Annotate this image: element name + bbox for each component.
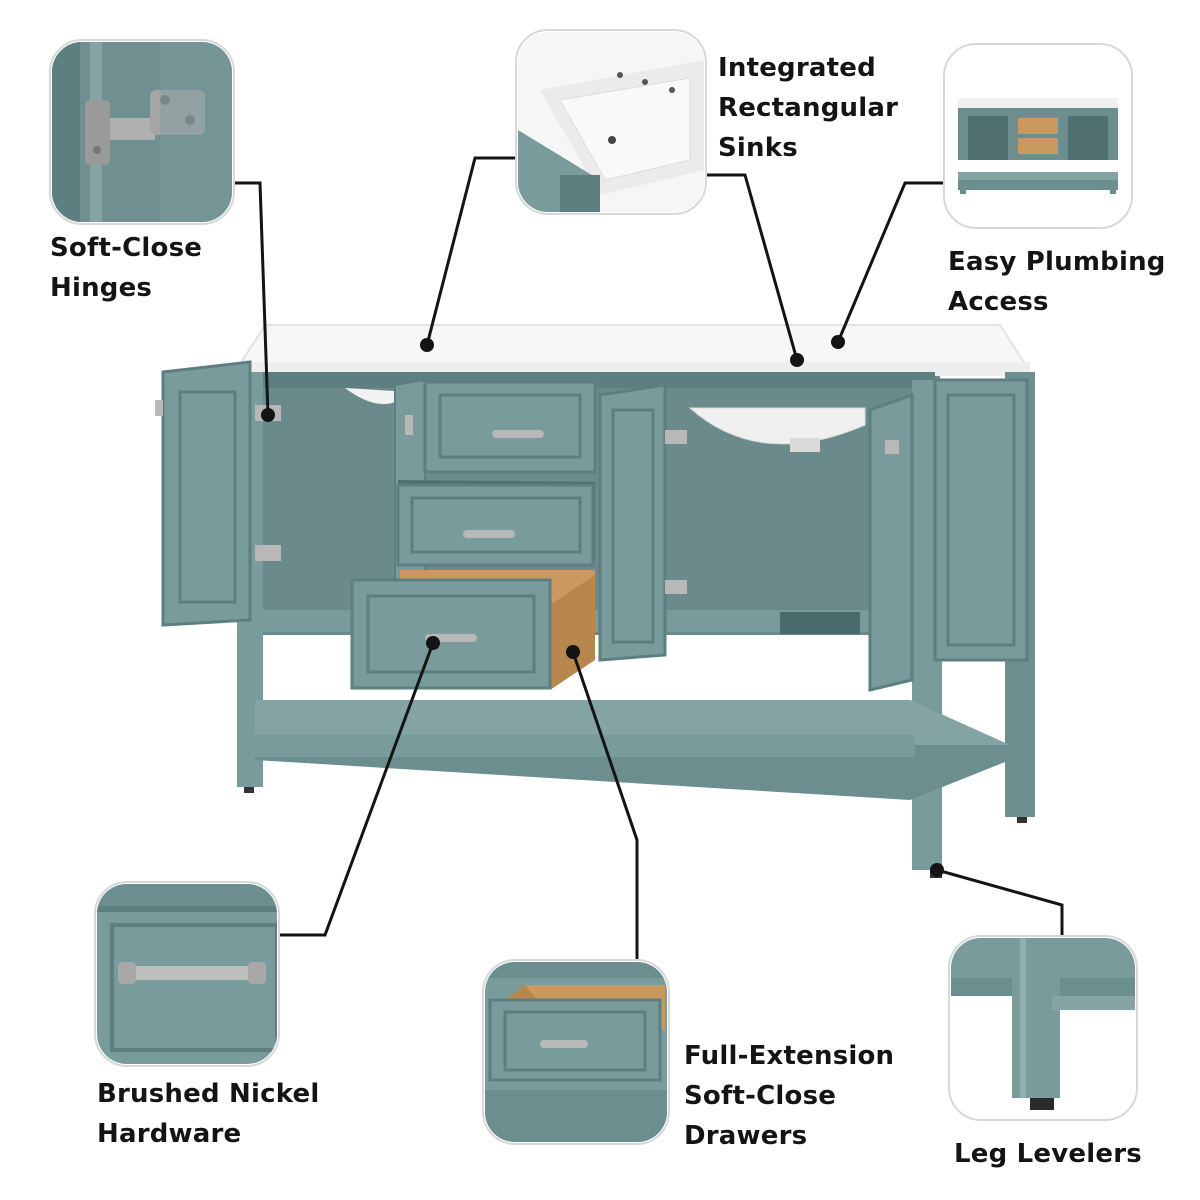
hardware-label-line-2: Hardware: [97, 1119, 242, 1149]
plumbing-detail-thumbnail: [943, 43, 1133, 229]
middle-drawer: [396, 480, 595, 567]
plumbing-callout-line: [836, 181, 946, 343]
sinks-label-line-2: Rectangular: [718, 93, 899, 123]
bottom-shelf-rail: [255, 735, 915, 757]
drawers-label: Full-Extension Soft-Close Drawers: [684, 1036, 894, 1156]
hinges-callout-line: [232, 181, 270, 416]
leg-detail-thumbnail: [948, 935, 1138, 1121]
hardware-label: Brushed Nickel Hardware: [97, 1074, 319, 1154]
left-door-panel: [178, 390, 237, 604]
left-hinge-lower: [255, 545, 281, 561]
top-drawer: [423, 380, 597, 474]
center-left-hinge: [405, 415, 413, 435]
vanity-cabinet: [155, 324, 1035, 878]
right-inner-door: [598, 383, 667, 662]
drawers-label-line-3: Drawers: [684, 1121, 808, 1151]
plumbing-label-line-2: Access: [948, 287, 1049, 317]
hardware-callout-line: [277, 642, 435, 937]
drawers-label-line-1: Full-Extension: [684, 1041, 895, 1071]
right-hinge-upper: [665, 430, 687, 444]
levelers-callout-line: [936, 868, 1064, 938]
drain: [790, 438, 820, 452]
sinks-callout-line-right: [704, 173, 799, 361]
hinge-detail-thumbnail: [49, 39, 235, 225]
left-door-knob: [155, 400, 163, 416]
hardware-detail-thumbnail: [94, 881, 280, 1067]
callout-lines: [232, 156, 1064, 962]
left-sink-basin: [345, 388, 410, 405]
drawers-callout-line: [571, 651, 639, 962]
sinks-label: Integrated Rectangular Sinks: [718, 48, 898, 168]
levelers-label-line-1: Leg Levelers: [954, 1139, 1142, 1169]
side-panel-frame: [946, 393, 1016, 647]
middle-drawer-pull: [463, 530, 515, 538]
top-drawer-pull: [492, 430, 544, 438]
drawer-detail-thumbnail: [482, 959, 670, 1145]
side-panel: [933, 378, 1029, 662]
hardware-label-line-1: Brushed Nickel: [97, 1079, 320, 1109]
plumbing-label-line-1: Easy Plumbing: [948, 247, 1166, 277]
hinges-label-line-1: Soft-Close: [50, 233, 203, 263]
hinges-label: Soft-Close Hinges: [50, 228, 202, 308]
bottom-shelf-front: [255, 745, 1010, 800]
left-door: [161, 360, 252, 627]
plumbing-cutout: [780, 612, 860, 634]
sink-detail-thumbnail: [515, 29, 707, 215]
hinges-label-line-2: Hinges: [50, 273, 153, 303]
callout-dots: [261, 335, 944, 877]
right-outer-door: [868, 392, 914, 692]
right-hinge-lower: [665, 580, 687, 594]
sinks-label-line-3: Sinks: [718, 133, 798, 163]
drawers-label-line-2: Soft-Close: [684, 1081, 837, 1111]
plumbing-label: Easy Plumbing Access: [948, 242, 1166, 322]
sinks-callout-line-left: [425, 156, 518, 346]
bottom-shelf-top: [255, 700, 1010, 745]
levelers-label: Leg Levelers: [954, 1134, 1142, 1174]
right-sink-basin: [688, 407, 866, 445]
sinks-label-line-1: Integrated: [718, 53, 876, 83]
bottom-drawer: [350, 570, 595, 690]
